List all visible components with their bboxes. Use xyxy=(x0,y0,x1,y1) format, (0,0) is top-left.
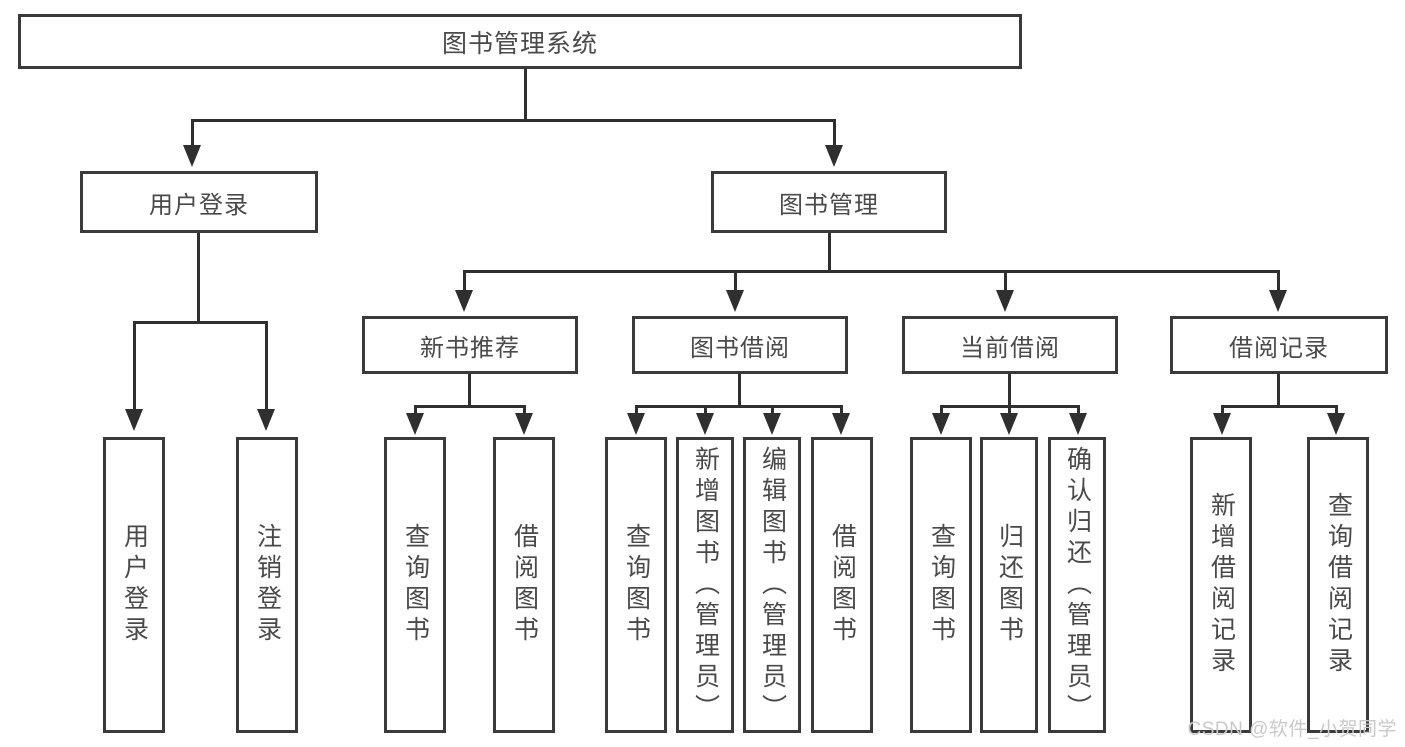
arrowhead-l3-current-borrow xyxy=(996,290,1014,312)
arrowhead-user-login xyxy=(183,145,201,167)
node-label: 确认归还（管理员） xyxy=(1063,445,1092,725)
node-label: 注销登录 xyxy=(253,523,282,647)
leaf-borrow-book-borrow[interactable]: 借阅图书 xyxy=(811,437,873,733)
connector-bookborrow-bus xyxy=(635,405,841,408)
connector-currentborrow-child3 xyxy=(1077,405,1080,417)
arrowhead-book-manage xyxy=(825,145,843,167)
node-label: 用户登录 xyxy=(120,523,149,647)
node-label: 图书管理 xyxy=(779,191,879,219)
arrowhead-leaf-logout xyxy=(257,409,275,431)
connector-l3-book-borrow xyxy=(734,270,737,292)
node-label: 借阅记录 xyxy=(1229,334,1329,362)
arrowhead-l3-book-borrow xyxy=(726,290,744,312)
connector-newbook-child2 xyxy=(523,405,526,417)
node-label: 新增图书（管理员） xyxy=(691,445,720,725)
leaf-query-borrow-record[interactable]: 查询借阅记录 xyxy=(1307,437,1369,733)
node-label: 查询图书 xyxy=(401,523,430,647)
leaf-query-book-borrow[interactable]: 查询图书 xyxy=(605,437,667,733)
connector-borrowrecord-child2 xyxy=(1335,405,1338,417)
node-user-login[interactable]: 用户登录 xyxy=(80,171,318,233)
connector-bookborrow-stem xyxy=(738,374,741,407)
connector-newbook-stem xyxy=(468,374,471,407)
leaf-borrow-book-recommend[interactable]: 借阅图书 xyxy=(493,437,555,733)
leaf-return-book[interactable]: 归还图书 xyxy=(980,437,1038,733)
arrowhead-leaf-edit-book xyxy=(763,413,781,435)
arrowhead-leaf-query-book-1 xyxy=(406,413,424,435)
connector-newbook-child1 xyxy=(414,405,417,417)
arrowhead-leaf-query-record xyxy=(1327,413,1345,435)
node-label: 新书推荐 xyxy=(420,334,520,362)
leaf-add-book-admin[interactable]: 新增图书（管理员） xyxy=(676,437,734,733)
connector-bookborrow-child4 xyxy=(840,405,843,417)
connector-l3-new-book xyxy=(463,270,466,292)
leaf-confirm-return-admin[interactable]: 确认归还（管理员） xyxy=(1048,437,1106,733)
connector-root-stem xyxy=(524,69,527,121)
arrowhead-leaf-borrow-book-1 xyxy=(515,413,533,435)
connector-bookborrow-child1 xyxy=(635,405,638,417)
node-current-borrow[interactable]: 当前借阅 xyxy=(902,316,1118,374)
node-label: 图书管理系统 xyxy=(441,29,598,58)
node-label: 用户登录 xyxy=(149,191,249,219)
node-book-borrow[interactable]: 图书借阅 xyxy=(632,316,848,374)
node-label: 借阅图书 xyxy=(510,523,539,647)
connector-user-login-child2 xyxy=(265,321,268,411)
arrowhead-leaf-borrow-book-2 xyxy=(832,413,850,435)
leaf-edit-book-admin[interactable]: 编辑图书（管理员） xyxy=(743,437,801,733)
arrowhead-leaf-confirm-return xyxy=(1069,413,1087,435)
node-label: 归还图书 xyxy=(995,523,1024,647)
arrowhead-l3-new-book xyxy=(455,290,473,312)
arrowhead-l3-borrow-record xyxy=(1269,290,1287,312)
connector-bookborrow-child2 xyxy=(704,405,707,417)
node-new-book-recommend[interactable]: 新书推荐 xyxy=(362,316,578,374)
leaf-user-login[interactable]: 用户登录 xyxy=(103,437,165,733)
connector-user-login-child1 xyxy=(133,321,136,411)
node-label: 查询图书 xyxy=(927,523,956,647)
connector-book-manage-bus xyxy=(463,270,1280,273)
arrowhead-leaf-add-book xyxy=(696,413,714,435)
arrowhead-leaf-add-record xyxy=(1213,413,1231,435)
leaf-query-book-recommend[interactable]: 查询图书 xyxy=(384,437,446,733)
connector-branch-user-login xyxy=(191,119,194,147)
node-label: 借阅图书 xyxy=(828,523,857,647)
watermark-text: CSDN @软件_小贺同学 xyxy=(1187,719,1397,740)
connector-borrowrecord-child1 xyxy=(1221,405,1224,417)
connector-currentborrow-stem xyxy=(1008,374,1011,407)
node-label: 查询借阅记录 xyxy=(1324,492,1353,678)
leaf-logout[interactable]: 注销登录 xyxy=(236,437,298,733)
node-book-management[interactable]: 图书管理 xyxy=(711,171,947,233)
connector-borrowrecord-stem xyxy=(1277,374,1280,407)
node-label: 当前借阅 xyxy=(960,334,1060,362)
connector-user-login-bus xyxy=(133,321,268,324)
connector-root-bus xyxy=(191,119,836,122)
arrowhead-leaf-query-book-3 xyxy=(932,413,950,435)
leaf-query-book-current[interactable]: 查询图书 xyxy=(910,437,972,733)
connector-currentborrow-child2 xyxy=(1008,405,1011,417)
node-root-system[interactable]: 图书管理系统 xyxy=(18,14,1022,69)
connector-borrowrecord-bus xyxy=(1221,405,1338,408)
connector-bookborrow-child3 xyxy=(771,405,774,417)
arrowhead-leaf-query-book-2 xyxy=(627,413,645,435)
node-label: 查询图书 xyxy=(622,523,651,647)
connector-currentborrow-child1 xyxy=(940,405,943,417)
node-label: 图书借阅 xyxy=(690,334,790,362)
connector-branch-book-manage xyxy=(833,119,836,147)
arrowhead-leaf-return-book xyxy=(1000,413,1018,435)
connector-user-login-stem xyxy=(197,233,200,323)
arrowhead-leaf-user-login xyxy=(125,409,143,431)
node-label: 新增借阅记录 xyxy=(1207,492,1236,678)
node-borrow-record[interactable]: 借阅记录 xyxy=(1170,316,1388,374)
connector-book-manage-stem xyxy=(828,233,831,272)
connector-l3-borrow-record xyxy=(1277,270,1280,292)
node-label: 编辑图书（管理员） xyxy=(758,445,787,725)
connector-newbook-bus xyxy=(414,405,526,408)
connector-l3-current-borrow xyxy=(1004,270,1007,292)
leaf-add-borrow-record[interactable]: 新增借阅记录 xyxy=(1190,437,1252,733)
